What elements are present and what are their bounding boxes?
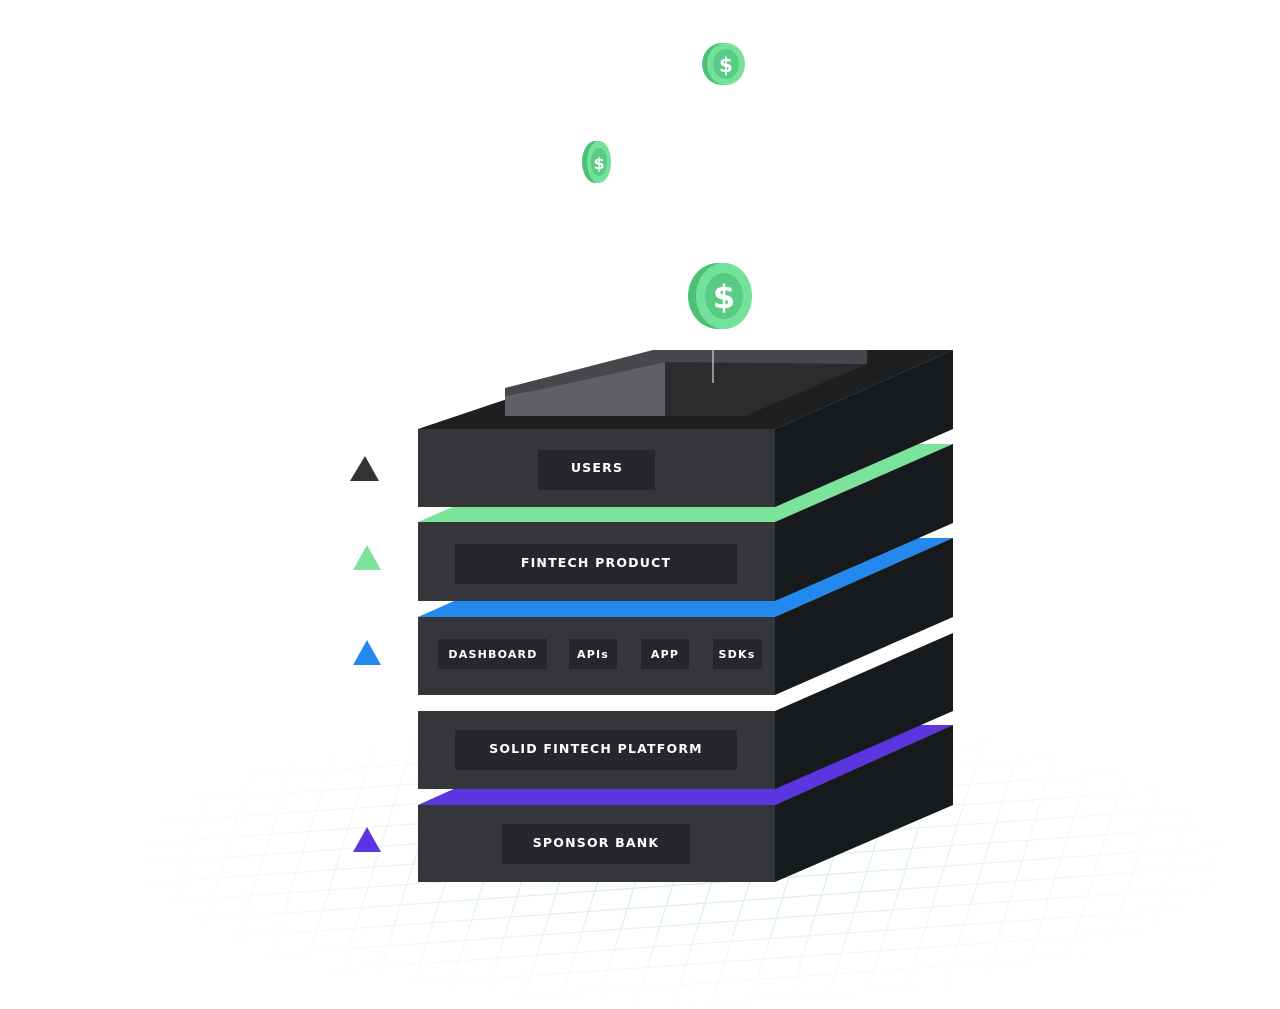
channel-app: APP: [651, 648, 679, 661]
marker-triangle-fintech-product: [353, 545, 381, 570]
layer-users: USERS: [418, 350, 953, 507]
channel-box-apis: [569, 639, 617, 669]
marker-triangle-users: [350, 456, 379, 481]
marker-triangle-sponsor-bank: [353, 827, 381, 852]
coin-top: $: [702, 43, 745, 85]
dollar-sign-icon: $: [713, 278, 735, 316]
channel-dashboard: DASHBOARD: [448, 648, 537, 661]
label-users: USERS: [571, 460, 623, 475]
coin-bottom: $: [688, 263, 752, 329]
layer-platform: SOLID FINTECH PLATFORM: [418, 633, 953, 789]
label-sponsor-bank: SPONSOR BANK: [533, 835, 660, 850]
label-platform: SOLID FINTECH PLATFORM: [489, 741, 703, 756]
label-box-sponsor-bank: [502, 824, 690, 864]
channel-box-app: [641, 639, 689, 669]
label-box-fintech-product: [455, 544, 737, 584]
channel-box-sdks: [713, 639, 762, 669]
dollar-sign-icon: $: [593, 154, 604, 173]
marker-triangle-channels: [353, 640, 381, 665]
label-fintech-product: FINTECH PRODUCT: [521, 555, 671, 570]
label-box-platform: [455, 730, 737, 770]
dollar-sign-icon: $: [719, 53, 733, 77]
channel-box-dashboard: [438, 639, 547, 669]
channel-apis: APIs: [577, 648, 609, 661]
coin-middle: $: [582, 141, 611, 183]
label-box-users: [538, 450, 655, 490]
channel-sdks: SDKs: [719, 648, 756, 661]
